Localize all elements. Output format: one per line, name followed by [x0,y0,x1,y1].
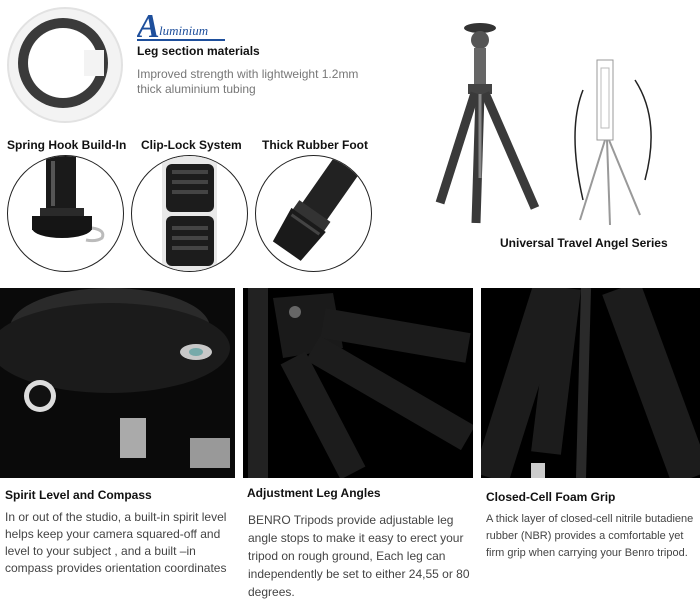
tripod-folding-diagram [565,50,675,230]
leg-angles-description: BENRO Tripods provide adjustable leg ang… [248,513,470,599]
leg-section-description: Improved strength with lightweight 1.2mm… [137,67,359,96]
aluminium-ring-icon [6,6,124,124]
spirit-level-title: Spirit Level and Compass [5,488,152,502]
feature-label-rubber-foot: Thick Rubber Foot [262,138,368,152]
aluminium-logo: A luminium [135,8,227,45]
series-title: Universal Travel Angel Series [500,236,668,250]
spirit-level-description: In or out of the studio, a built-in spir… [5,510,227,575]
leg-section-title: Leg section materials [137,44,260,58]
tripod-image [420,18,540,228]
spring-hook-image [7,155,124,272]
svg-text:A: A [137,9,160,43]
feature-label-spring-hook: Spring Hook Build-In [7,138,127,152]
foam-grip-title: Closed-Cell Foam Grip [486,490,616,504]
foam-grip-photo [481,288,700,478]
foam-grip-description: A thick layer of closed-cell nitrile but… [486,513,694,559]
leg-angles-title: Adjustment Leg Angles [247,486,381,500]
rubber-foot-image [255,155,372,272]
clip-lock-image [131,155,248,272]
aluminium-logo-text: luminium [159,23,208,38]
spirit-level-photo [0,288,235,478]
feature-label-clip-lock: Clip-Lock System [141,138,242,152]
leg-angles-photo [243,288,473,478]
